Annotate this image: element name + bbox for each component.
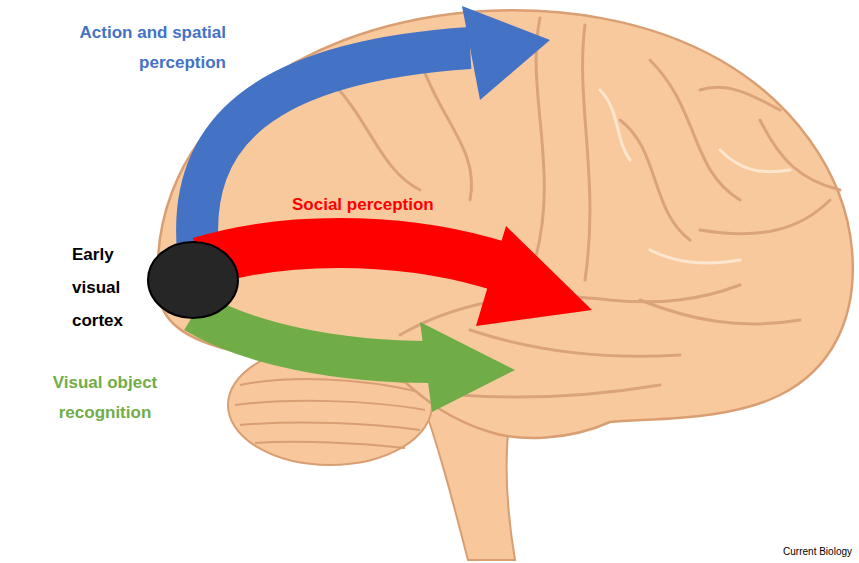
brain-highlights [600,90,790,263]
social-arrow [200,243,505,268]
ventral-arrow [195,312,432,362]
node-label: Early visual cortex [72,238,142,337]
pathway-label: Social perception [292,194,492,216]
social-arrowhead [476,226,592,326]
cortex-circle: Early visual cortex [72,238,242,338]
ventral-arrowhead [420,322,515,412]
cerebellum-folds [235,379,425,448]
pathway-label: Visual object recognition [30,368,180,428]
pathway-label: Action and spatial perception [70,18,226,78]
dorsal-arrowhead [462,6,550,100]
journal-credit: Current Biology [740,545,852,559]
